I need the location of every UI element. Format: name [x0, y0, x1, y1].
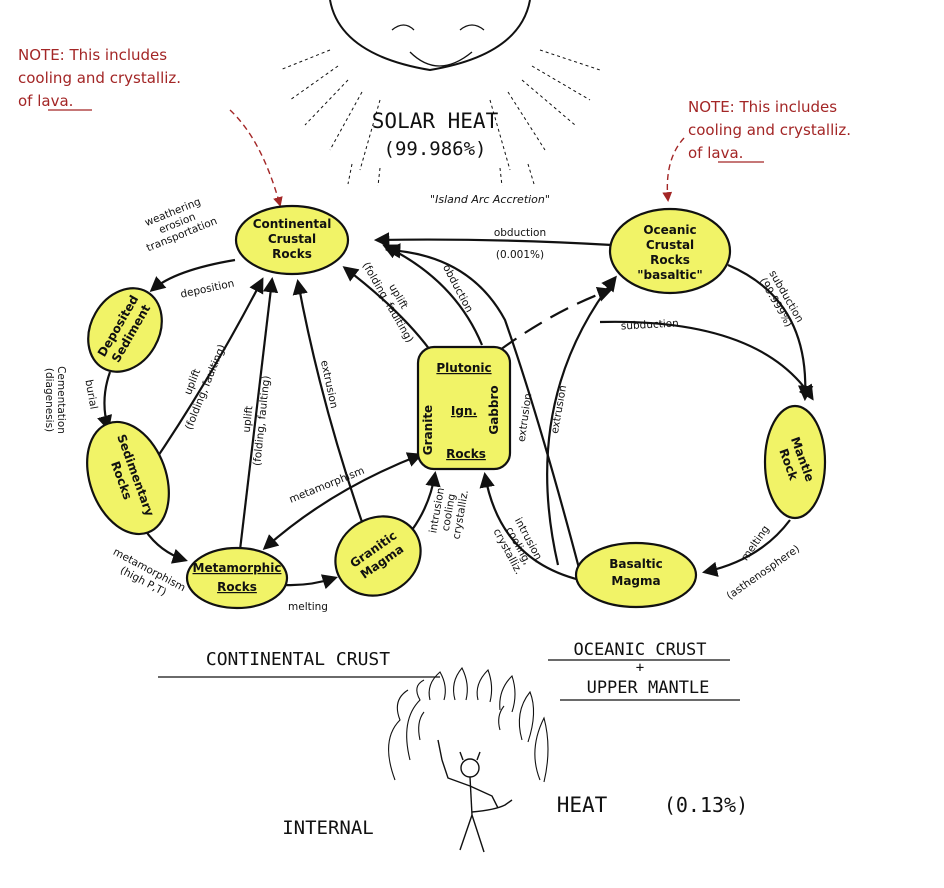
edge-label-uplift-mid: uplift [241, 405, 256, 433]
internal-label: INTERNAL [282, 817, 374, 839]
solar-heat-percent: (99.986%) [384, 138, 487, 160]
upper-mantle-label: UPPER MANTLE [587, 678, 710, 698]
flames-icon [388, 667, 549, 783]
plutonic-gabbro: Gabbro [487, 385, 501, 434]
edge-label-extrusion-right: extrusion [549, 384, 569, 434]
node-line: Oceanic [643, 223, 696, 237]
note-right-line-3: of lava. [688, 144, 743, 162]
sun-rays [279, 49, 601, 187]
node-line: Continental [253, 217, 332, 231]
node-sedimentary-rocks: Sedimentary Rocks [86, 420, 170, 536]
plutonic-granite: Granite [421, 405, 435, 455]
heat-label: HEAT [557, 793, 608, 817]
oceanic-crust-label: OCEANIC CRUST [573, 640, 706, 660]
node-line: Crustal [268, 232, 316, 246]
node-deposited-sediment: Deposited Sediment [87, 287, 163, 373]
devil-figure-icon [437, 739, 513, 853]
note-left-line-2: cooling and crystalliz. [18, 69, 181, 87]
edge-label-subduction-mid: subduction [621, 317, 680, 332]
edge-label-deposition: deposition [179, 278, 235, 301]
node-line: Crustal [646, 238, 694, 252]
note-left-line-1: NOTE: This includes [18, 46, 167, 64]
node-plutonic-igneous-rocks: Plutonic Ign. Rocks Granite Gabbro [416, 345, 512, 471]
sun-icon [279, 0, 601, 187]
edge-label-obduction-top: obduction [494, 227, 546, 239]
plutonic-middle: Ign. [451, 404, 477, 418]
plutonic-title: Plutonic [436, 361, 491, 375]
plus-label: + [636, 660, 644, 676]
edge-label-cementation: Cementation [55, 366, 67, 434]
node-basaltic-magma: Basaltic Magma [574, 541, 698, 609]
node-line: Rocks [272, 247, 312, 261]
plutonic-bottom: Rocks [446, 447, 486, 461]
node-line: Rocks [217, 580, 257, 594]
edge-label-asthenosphere: (asthenosphere) [725, 543, 803, 602]
note-right-line-2: cooling and crystalliz. [688, 121, 851, 139]
node-metamorphic-rocks: Metamorphic Rocks [185, 546, 289, 610]
edge-label-extrusion-mid: extrusion [516, 392, 535, 442]
node-mantle-rock: Mantle Rock [763, 404, 827, 520]
solar-heat-label: SOLAR HEAT [372, 109, 499, 133]
node-line: "basaltic" [637, 268, 703, 282]
island-arc-label: "Island Arc Accretion" [430, 193, 550, 206]
node-line: Rocks [650, 253, 690, 267]
note-right: NOTE: This includes cooling and crystall… [662, 98, 851, 202]
node-line: Basaltic [609, 557, 663, 571]
internal-heat-percent: (0.13%) [664, 793, 748, 817]
edge-label-burial: burial [82, 379, 99, 411]
node-line: Metamorphic [193, 561, 282, 575]
note-left: NOTE: This includes cooling and crystall… [18, 46, 283, 207]
node-continental-crustal-rocks: Continental Crustal Rocks [234, 204, 350, 276]
edge-label-melting-left: melting [288, 601, 328, 613]
edge-label-obduction-percent: (0.001%) [496, 249, 544, 261]
continental-crust-label: CONTINENTAL CRUST [206, 649, 390, 670]
node-line: Magma [611, 574, 660, 588]
node-oceanic-crustal-rocks: Oceanic Crustal Rocks "basaltic" [608, 207, 732, 295]
note-left-line-3: of lava. [18, 92, 73, 110]
note-right-line-1: NOTE: This includes [688, 98, 837, 116]
node-granitic-magma: Granitic Magma [334, 515, 422, 597]
edge-label-diagenesis: (diagenesis) [43, 368, 55, 432]
